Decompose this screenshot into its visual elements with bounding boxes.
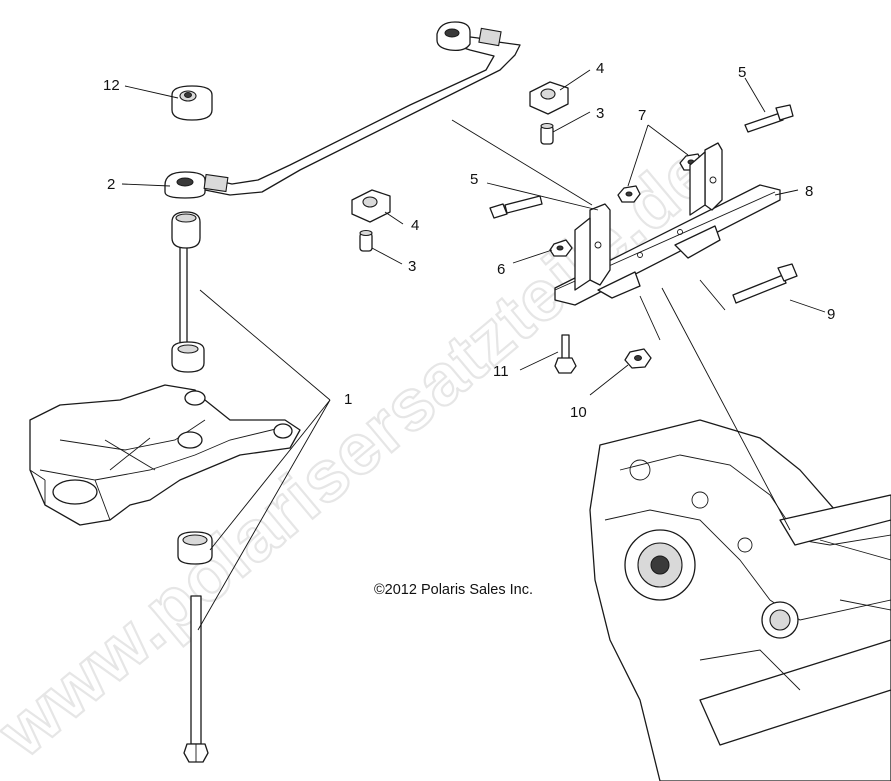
callout-8: 8 xyxy=(805,183,813,200)
nut-7-a xyxy=(617,185,641,203)
stabilizer-bar xyxy=(164,21,521,199)
callout-2: 2 xyxy=(107,176,115,193)
bushing-sleeve-lower xyxy=(359,229,373,252)
callout-7: 7 xyxy=(638,107,646,124)
callout-1: 1 xyxy=(344,391,352,408)
nut-6 xyxy=(549,239,573,257)
stabilizer-link xyxy=(171,211,205,373)
callout-5-left: 5 xyxy=(470,171,478,188)
callout-labels: 1 2 3 3 4 4 5 5 6 7 8 9 10 11 12 xyxy=(103,60,835,421)
callout-10: 10 xyxy=(570,404,587,421)
callout-5-right: 5 xyxy=(738,64,746,81)
callout-9: 9 xyxy=(827,306,835,323)
bushing-nut xyxy=(171,85,213,121)
bushing-sleeve-upper xyxy=(540,122,554,145)
callout-6: 6 xyxy=(497,261,505,278)
callout-4-lower: 4 xyxy=(411,217,419,234)
bracket-bolt-long xyxy=(732,263,798,304)
callout-3-upper: 3 xyxy=(596,105,604,122)
swing-arm-assembly xyxy=(29,384,301,526)
nut-10 xyxy=(624,348,652,369)
transmission-assembly xyxy=(589,419,891,781)
leader-lines xyxy=(121,69,826,631)
callout-12: 12 xyxy=(103,77,120,94)
callout-4-upper: 4 xyxy=(596,60,604,77)
long-bolt xyxy=(183,595,209,763)
callout-11: 11 xyxy=(493,363,509,380)
mounting-bracket xyxy=(554,142,781,306)
bushing-lower xyxy=(177,531,213,565)
bar-clamp-lower xyxy=(351,189,391,223)
mount-bolt-left xyxy=(489,195,543,219)
bar-clamp-upper xyxy=(529,81,569,115)
copyright-text: ©2012 Polaris Sales Inc. xyxy=(374,582,533,598)
short-bolt xyxy=(554,334,577,374)
mount-bolt-right xyxy=(744,104,794,133)
callout-3-lower: 3 xyxy=(408,258,416,275)
